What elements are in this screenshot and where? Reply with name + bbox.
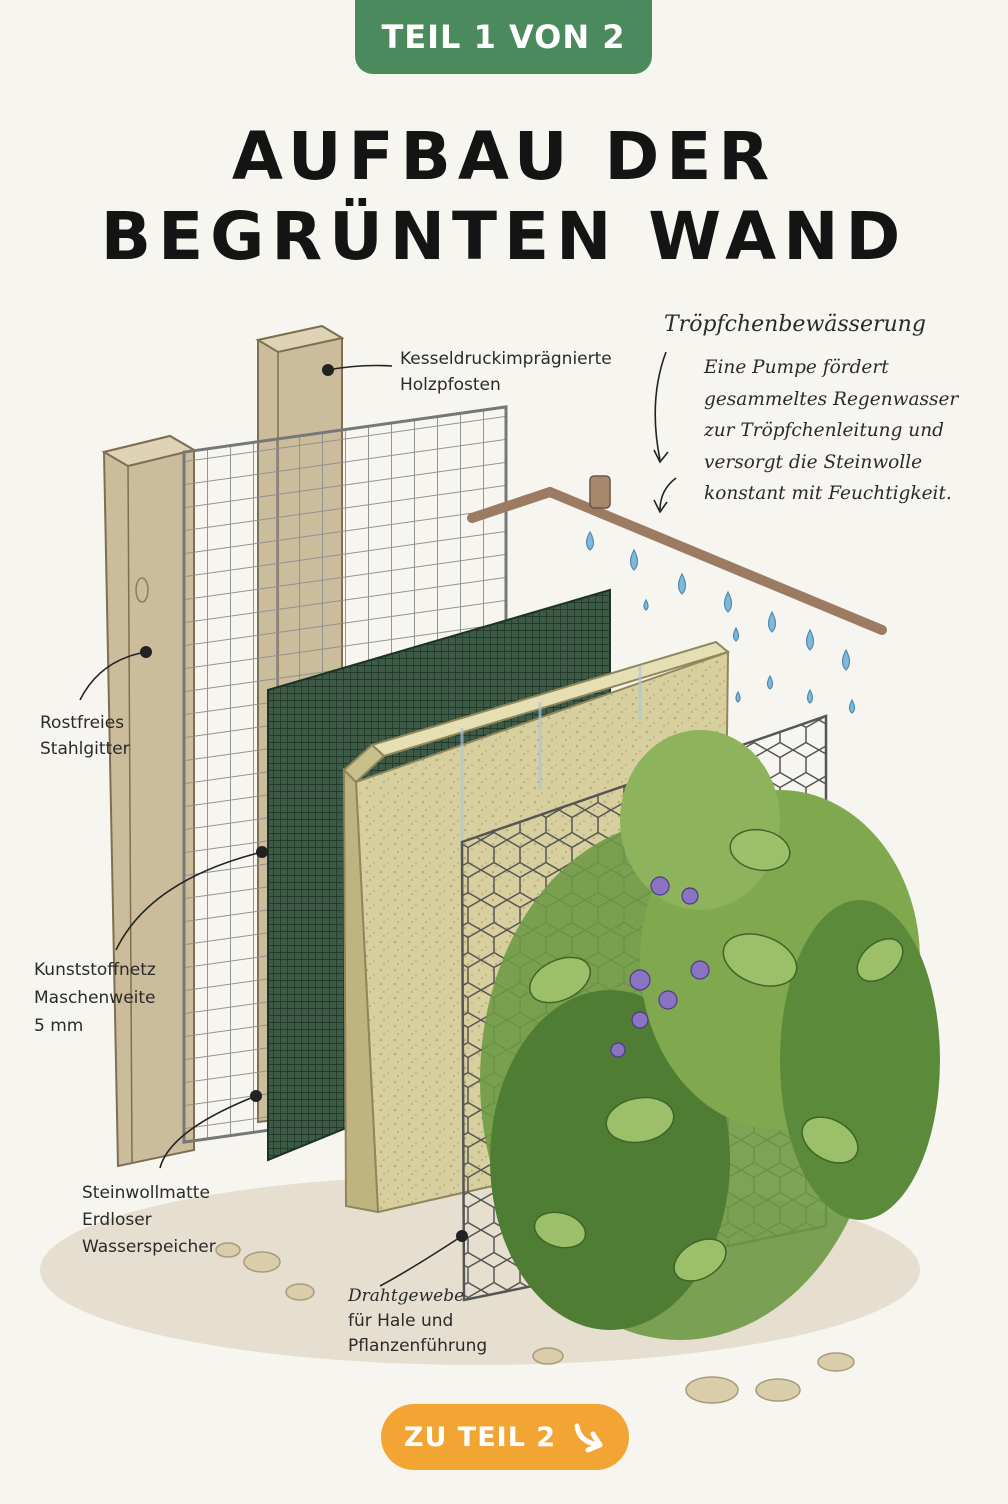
label-wood-posts: Kesseldruckimprägnierte Holzpfosten	[400, 349, 612, 395]
next-part-label: ZU TEIL 2	[403, 1421, 557, 1453]
ground-stones	[215, 1242, 855, 1404]
page-title-line1: AUFBAU DER	[231, 118, 777, 195]
leader-lines	[79, 351, 677, 1287]
label-steel-grid: Rostfreies Stahlgitter	[40, 713, 130, 759]
flowers	[610, 876, 710, 1058]
arrow-curve-down-right-icon	[574, 1423, 603, 1453]
label-wire-mesh: Drahtgewebe für Hale und Pflanzenführung	[348, 1286, 488, 1356]
drip-irrigation	[467, 475, 887, 714]
label-plastic-net: Kunststoffnetz Maschenweite 5 mm	[34, 960, 156, 1036]
irrigation-title: Tröpfchenbewässerung	[664, 312, 926, 337]
leader-dots	[140, 364, 468, 1242]
arrow-heads	[653, 449, 669, 514]
wood-post-front	[101, 434, 197, 1168]
irrigation-description: Eine Pumpe fördert gesammeltes Regenwass…	[704, 357, 959, 504]
label-rockwool: Steinwollmatte Erdloser Wasserspeicher	[82, 1183, 216, 1257]
next-part-button[interactable]: ZU TEIL 2	[381, 1404, 629, 1470]
part-badge: TEIL 1 VON 2	[355, 0, 652, 74]
page-title-line2: BEGRÜNTEN WAND	[100, 198, 908, 275]
plants	[480, 730, 940, 1340]
